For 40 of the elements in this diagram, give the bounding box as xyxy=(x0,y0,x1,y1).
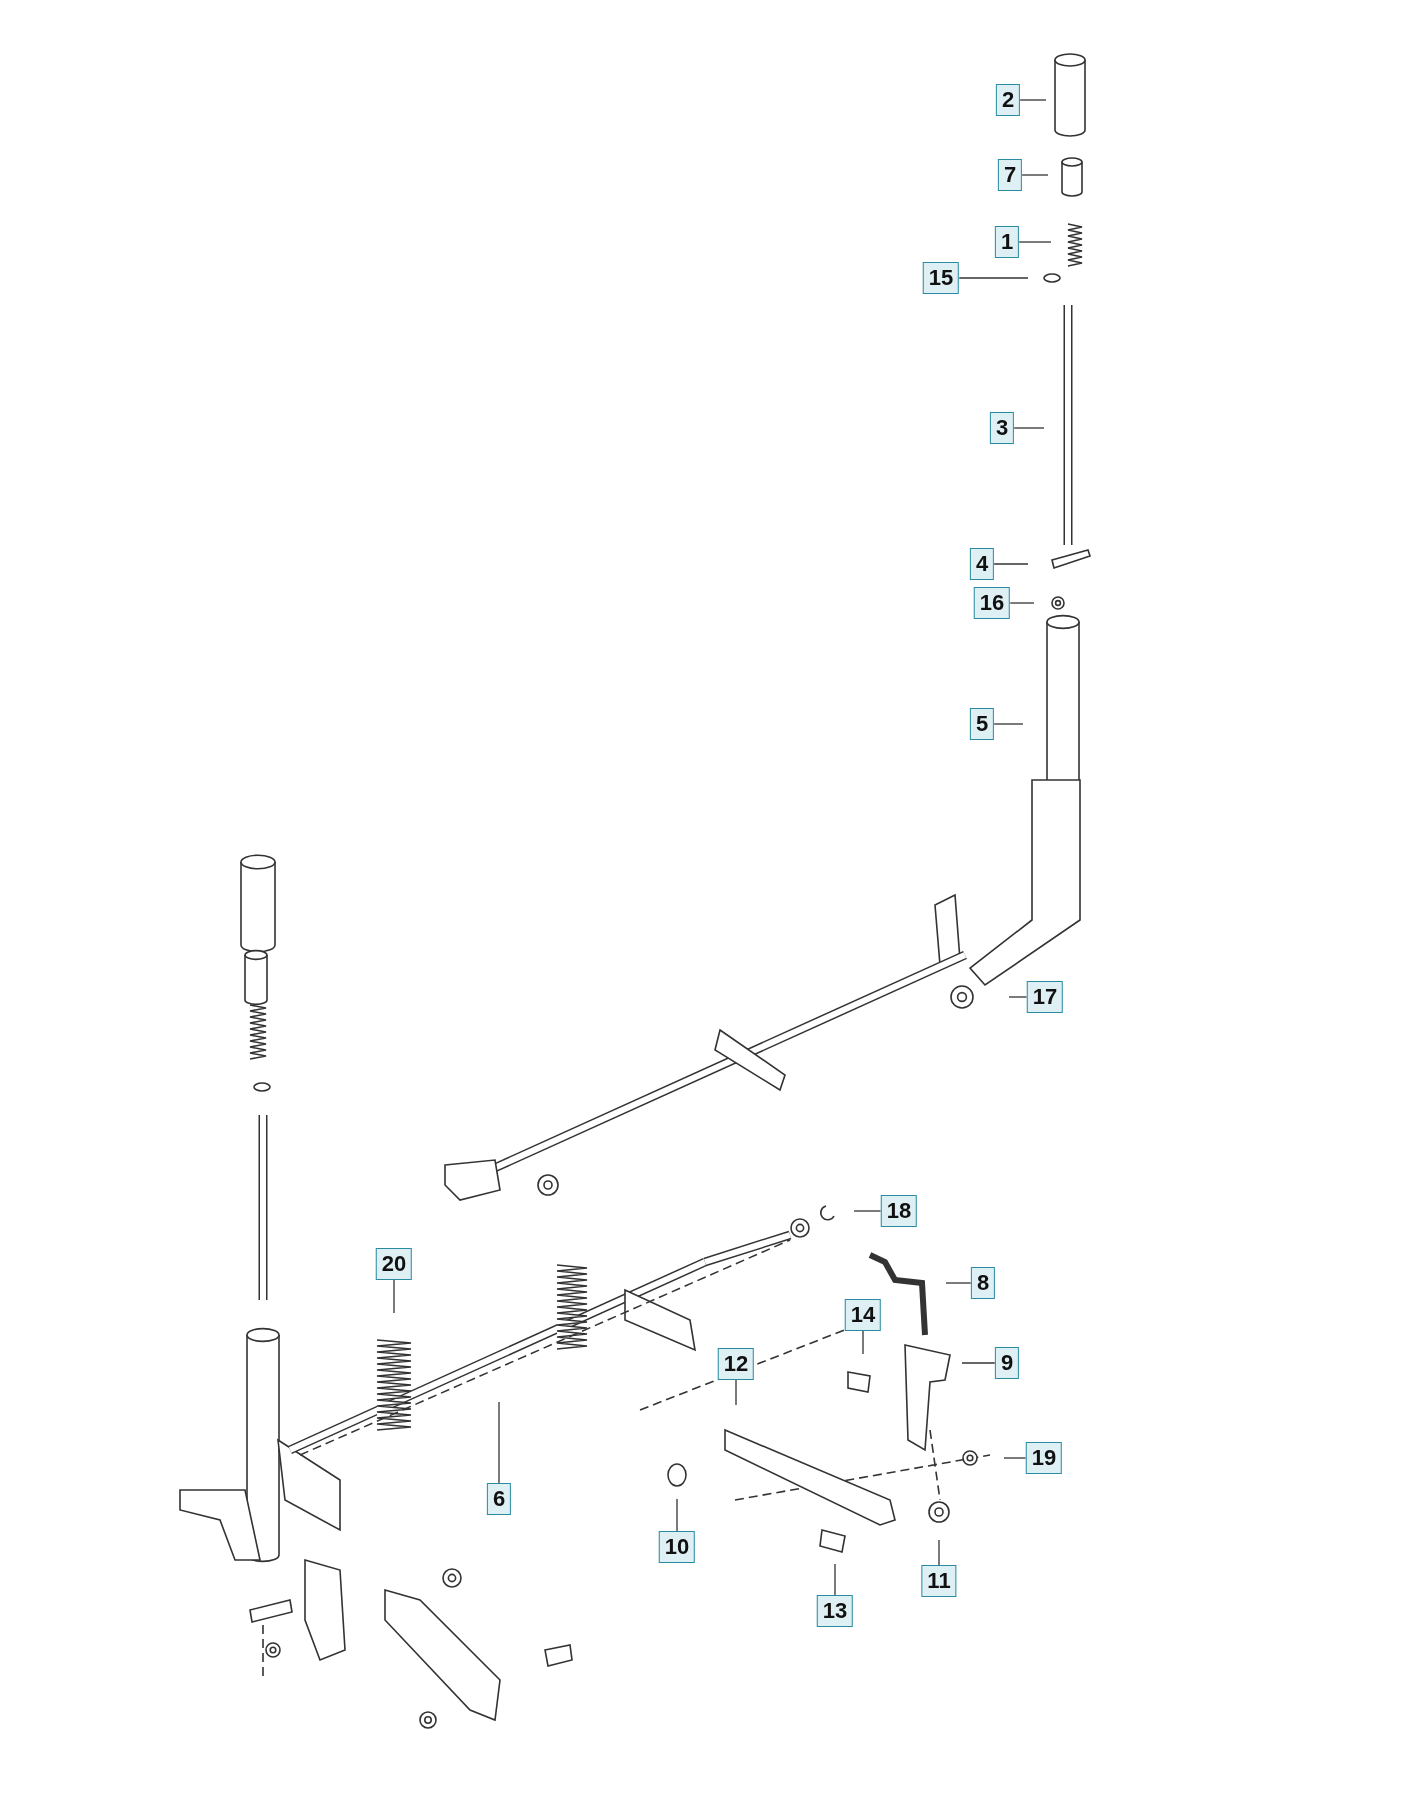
leader-line xyxy=(961,1362,996,1364)
callout-number: 20 xyxy=(375,1248,413,1280)
callout-number: 19 xyxy=(1025,1442,1063,1474)
callout-number: 12 xyxy=(717,1348,755,1380)
callout-number: 13 xyxy=(816,1595,854,1627)
leader-line xyxy=(958,277,1029,279)
leader-line xyxy=(735,1379,737,1406)
leader-line xyxy=(1009,602,1035,604)
leader-line xyxy=(862,1330,864,1355)
callout-number: 6 xyxy=(486,1483,512,1515)
leader-line xyxy=(938,1539,940,1566)
leader-line xyxy=(676,1498,678,1532)
leader-line xyxy=(393,1279,395,1314)
callout-number: 3 xyxy=(989,412,1015,444)
leader-line xyxy=(834,1563,836,1596)
leader-line xyxy=(498,1401,500,1484)
leader-line xyxy=(993,723,1024,725)
callout-number: 1 xyxy=(994,226,1020,258)
callout-number: 15 xyxy=(922,262,960,294)
leader-line xyxy=(993,563,1029,565)
leader-line xyxy=(1021,174,1049,176)
leader-line xyxy=(1019,99,1047,101)
leader-line xyxy=(1003,1457,1027,1459)
callout-number: 4 xyxy=(969,548,995,580)
callout-number: 9 xyxy=(994,1347,1020,1379)
callout-number: 10 xyxy=(658,1531,696,1563)
callout-number: 5 xyxy=(969,708,995,740)
leader-line xyxy=(853,1210,882,1212)
callout-number: 8 xyxy=(970,1267,996,1299)
callout-number: 2 xyxy=(995,84,1021,116)
callout-number: 16 xyxy=(973,587,1011,619)
callout-number: 7 xyxy=(997,159,1023,191)
callout-number: 17 xyxy=(1026,981,1064,1013)
callout-number: 11 xyxy=(921,1565,957,1597)
callout-number: 18 xyxy=(880,1195,918,1227)
callout-number: 14 xyxy=(844,1299,882,1331)
leader-line xyxy=(945,1282,972,1284)
leader-line xyxy=(1008,996,1028,998)
leader-line xyxy=(1018,241,1052,243)
leader-line xyxy=(1013,427,1045,429)
